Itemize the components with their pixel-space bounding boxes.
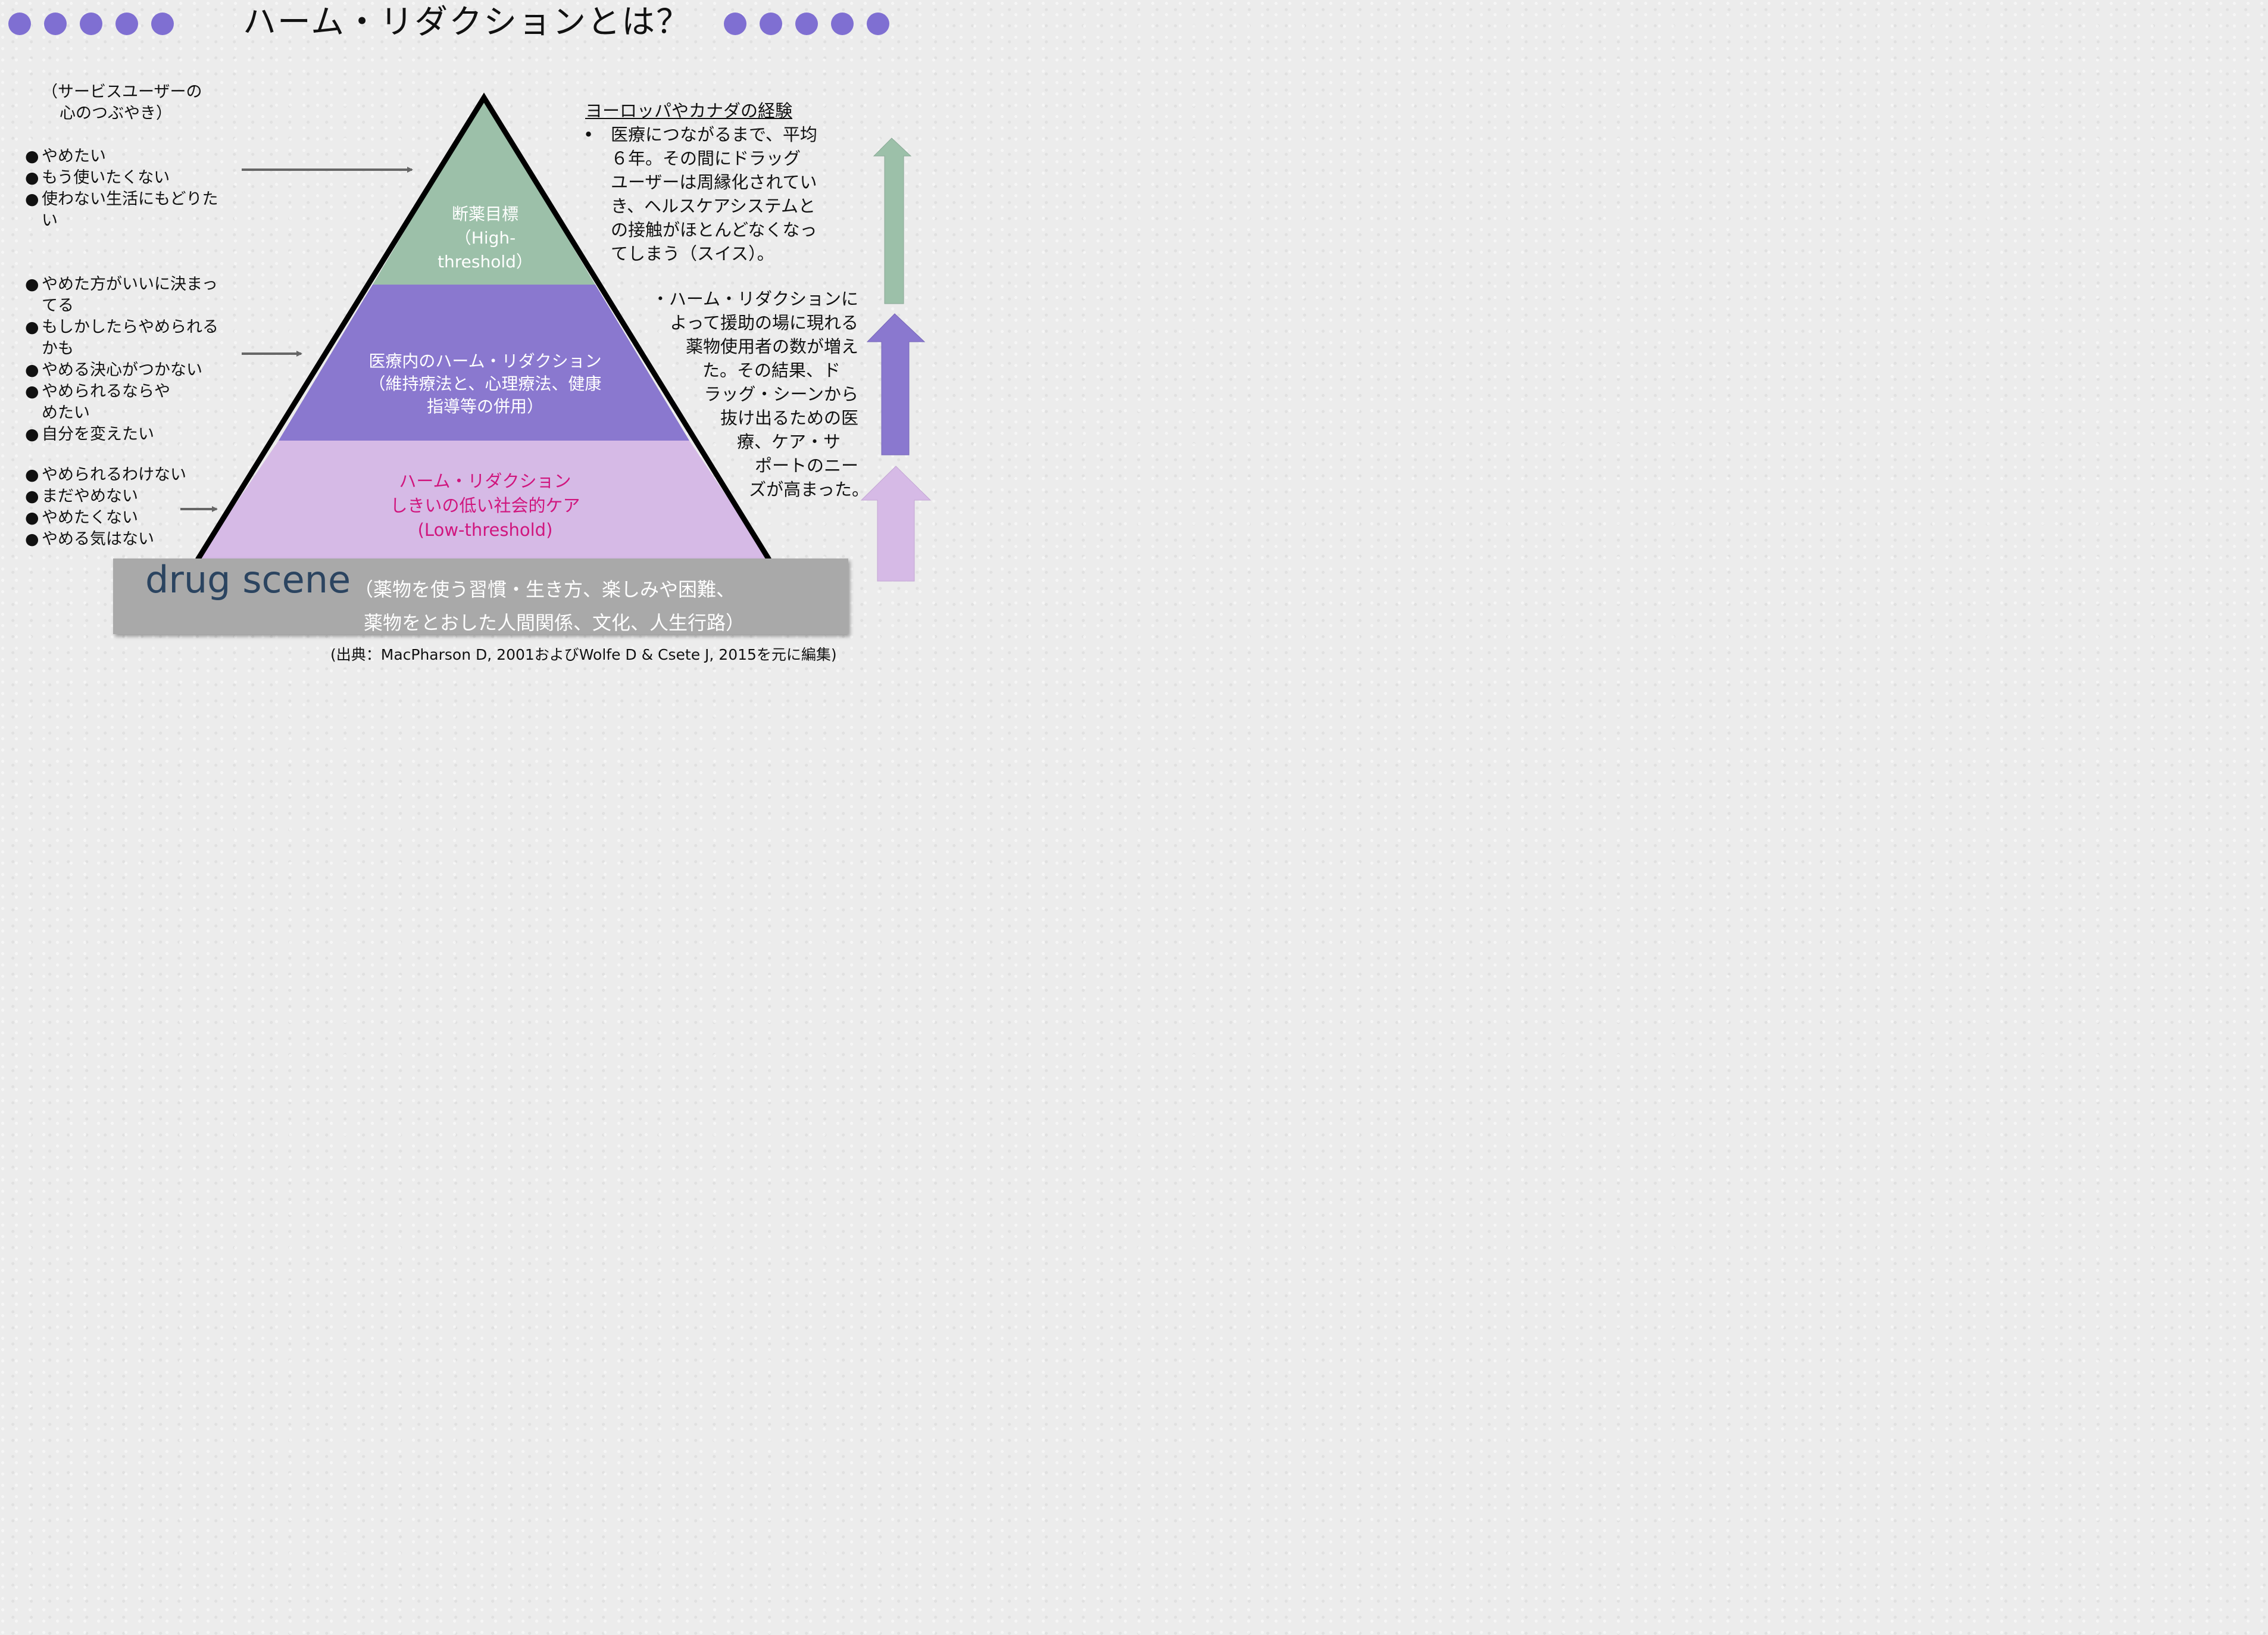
up-arrow-purple: [866, 313, 926, 455]
top-layer-title: 断薬目標: [451, 204, 518, 224]
mutter-list-middle: やめた方がいいに決まってる もしかしたらやめられるかも やめる決心がつかない や…: [25, 274, 221, 445]
decorative-dot: [115, 13, 138, 35]
effect-line: ポートのニー: [754, 455, 858, 476]
list-item: まだやめない: [25, 486, 221, 507]
pyramid-outline: [195, 92, 771, 561]
up-arrow-green: [873, 138, 912, 304]
list-item: やめる気はない: [25, 529, 221, 550]
experience-line: ６年。その間にドラッグ: [611, 148, 801, 169]
effect-line: ズが高まった。: [749, 479, 869, 500]
source-citation: (出典：MacPharson D, 2001およびWolfe D & Csete…: [330, 646, 837, 663]
decorative-dot: [80, 13, 102, 35]
decorative-dot: [151, 13, 174, 35]
caption-line: 心のつぶやき）: [60, 104, 172, 123]
list-item: 使わない生活にもどりたい: [25, 189, 221, 232]
bullet-mark: •: [583, 124, 594, 145]
left-caption: （サービスユーザーの 心のつぶやき）: [42, 82, 202, 124]
middle-layer-sub: （維持療法と、心理療法、健康: [368, 374, 602, 394]
list-item: やめた方がいいに決まってる: [25, 274, 221, 317]
drug-scene-box: [113, 558, 848, 634]
list-item: やめられるならやめたい: [25, 381, 185, 424]
harm-reduction-effect-text: ・ハーム・リダクションに よって援助の場に現れる 薬物使用者の数が増え た。その…: [613, 287, 869, 501]
drug-scene-description: （薬物を使う習慣・生き方、楽しみや困難、 薬物をとおした人間関係、文化、人生行路…: [354, 573, 745, 639]
pyramid-middle-layer: [279, 285, 689, 441]
list-item: 自分を変えたい: [25, 424, 221, 445]
effect-line: 療、ケア・サ: [736, 432, 841, 452]
middle-layer-title: 医療内のハーム・リダクション: [368, 351, 602, 371]
top-layer-sub: threshold）: [438, 252, 533, 272]
decorative-dot: [760, 13, 782, 35]
decorative-dot: [795, 13, 818, 35]
experience-line: き、ヘルスケアシステムと: [611, 196, 816, 216]
bottom-layer-sub: (Low-threshold): [417, 520, 553, 540]
effect-line: 抜け出るための医: [720, 408, 858, 428]
list-item: もう使いたくない: [25, 167, 221, 189]
list-item: やめたい: [25, 146, 221, 167]
experience-line: ユーザーは周縁化されてい: [611, 172, 817, 192]
decorative-dot: [724, 13, 746, 35]
list-item: もしかしたらやめられるかも: [25, 317, 221, 360]
effect-line: た。その結果、ド: [702, 360, 841, 380]
experience-heading: ヨーロッパやカナダの経験: [585, 101, 793, 121]
experience-line: 医療につながるまで、平均: [611, 124, 817, 145]
up-arrow-lilac: [860, 466, 932, 582]
mutter-list-top: やめたい もう使いたくない 使わない生活にもどりたい: [25, 146, 221, 232]
experience-line: てしまう（スイス）。: [611, 244, 774, 264]
bottom-layer-title: ハーム・リダクション: [399, 471, 571, 491]
pyramid-diagram: [180, 92, 932, 582]
middle-layer-sub: 指導等の併用）: [426, 397, 543, 416]
middle-layer-label: 医療内のハーム・リダクション （維持療法と、心理療法、健康 指導等の併用）: [333, 350, 637, 418]
decorative-dot: [44, 13, 67, 35]
scene-desc-line: （薬物を使う習慣・生き方、楽しみや困難、: [354, 578, 736, 601]
caption-line: （サービスユーザーの: [42, 83, 202, 101]
effect-line: ・ハーム・リダクションに: [651, 289, 858, 309]
pyramid-bottom-layer: [198, 441, 769, 560]
list-item: やめたくない: [25, 507, 221, 529]
drug-scene-title: drug scene: [145, 558, 351, 601]
bottom-layer-sub: しきいの低い社会的ケア: [390, 495, 580, 516]
top-layer-sub: （High-: [454, 228, 516, 248]
list-item: やめる決心がつかない: [25, 360, 221, 381]
effect-line: 薬物使用者の数が増え: [685, 336, 858, 357]
pyramid-top-layer: [373, 98, 595, 285]
top-layer-label: 断薬目標 （High- threshold）: [417, 202, 554, 274]
page-title: ハーム・リダクションとは？: [242, 3, 691, 42]
effect-line: よって援助の場に現れる: [670, 313, 858, 333]
scene-desc-line: 薬物をとおした人間関係、文化、人生行路）: [364, 611, 745, 634]
decorative-dot: [867, 13, 889, 35]
list-item: やめられるわけない: [25, 464, 221, 486]
experience-line: の接触がほとんどなくなっ: [611, 220, 817, 240]
bottom-layer-label: ハーム・リダクション しきいの低い社会的ケア (Low-threshold): [357, 469, 613, 542]
experience-text: 医療につながるまで、平均 ６年。その間にドラッグ ユーザーは周縁化されてい き、…: [611, 123, 861, 266]
mutter-list-bottom: やめられるわけない まだやめない やめたくない やめる気はない: [25, 464, 221, 550]
effect-line: ラッグ・シーンから: [704, 384, 858, 404]
decorative-dot: [831, 13, 854, 35]
decorative-dot: [8, 13, 31, 35]
